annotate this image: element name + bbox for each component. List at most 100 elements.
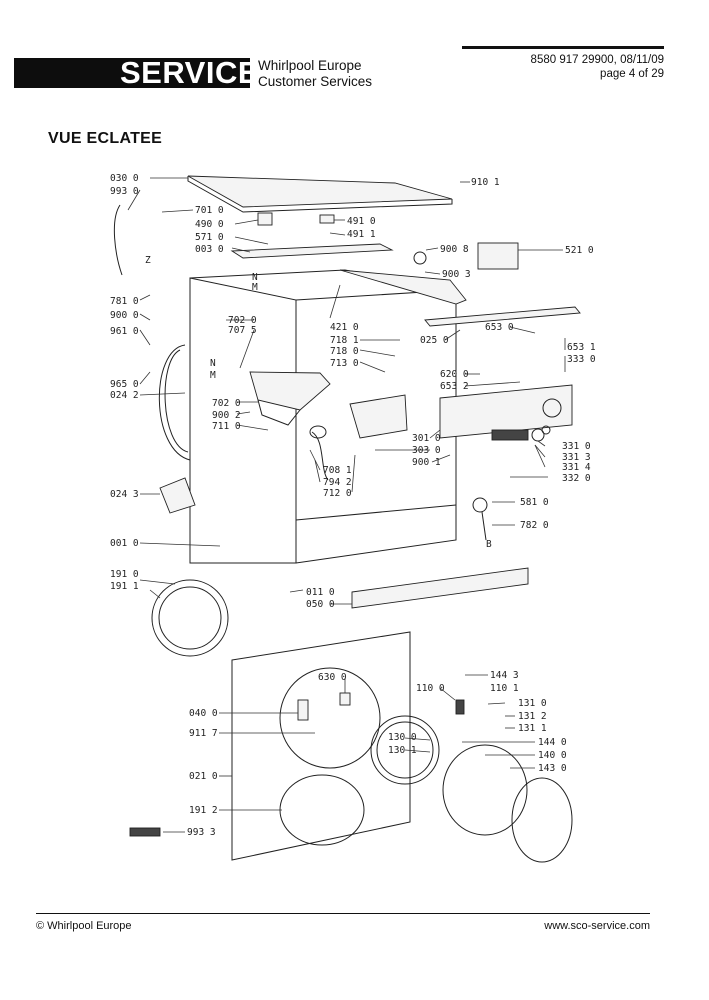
label-712-0: 712 0 (323, 488, 352, 499)
section-title: VUE ECLATEE (48, 130, 163, 147)
label-702-0-b: 702 0 (212, 398, 241, 409)
label-701-0: 701 0 (195, 205, 224, 216)
label-331-4: 331 4 (562, 462, 591, 473)
label-707-5: 707 5 (228, 325, 257, 336)
label-003-0: 003 0 (195, 244, 224, 255)
label-Z: Z (145, 255, 151, 266)
label-571-0: 571 0 (195, 232, 224, 243)
service-banner (14, 58, 250, 88)
label-718-1: 718 1 (330, 335, 359, 346)
plinth (351, 567, 529, 609)
label-782-0: 782 0 (520, 520, 549, 531)
label-021-0: 021 0 (189, 771, 218, 782)
footer-copyright: © Whirlpool Europe (36, 920, 132, 932)
label-M-mid: M (210, 370, 216, 381)
label-702-0: 702 0 (228, 315, 257, 326)
label-630-0: 630 0 (318, 672, 347, 683)
top-cover (187, 175, 453, 208)
cabinet-bottom-rail (295, 504, 457, 521)
door-frame (370, 715, 440, 785)
label-331-0: 331 0 (562, 441, 591, 452)
label-900-8: 900 8 (440, 244, 469, 255)
label-794-2: 794 2 (323, 477, 352, 488)
valve-491 (319, 214, 335, 224)
button-block (491, 429, 529, 441)
label-491-0: 491 0 (347, 216, 376, 227)
service-label: SERVICE (120, 55, 260, 90)
knob-cap (541, 425, 551, 435)
label-331-3: 331 3 (562, 452, 591, 463)
label-332-0: 332 0 (562, 473, 591, 484)
label-490-0: 490 0 (195, 219, 224, 230)
door-hinge (455, 699, 465, 715)
page-info: page 4 of 29 (600, 68, 664, 80)
label-001-0: 001 0 (110, 538, 139, 549)
label-718-0: 718 0 (330, 346, 359, 357)
detergent-channel (230, 243, 394, 259)
control-panel-support (424, 306, 581, 327)
label-711-0: 711 0 (212, 421, 241, 432)
label-M-top: M (252, 282, 258, 293)
label-024-2: 024 2 (110, 390, 139, 401)
door-outer (442, 744, 528, 836)
top-rail (339, 269, 467, 305)
label-040-0: 040 0 (189, 708, 218, 719)
pump-shaft (481, 511, 487, 541)
screw-993-3 (129, 827, 161, 837)
dispenser-housing (249, 371, 331, 411)
label-521-0: 521 0 (565, 245, 594, 256)
label-191-2: 191 2 (189, 805, 218, 816)
power-cable (113, 204, 123, 276)
label-030-0: 030 0 (110, 173, 139, 184)
part-labels: 030 0 993 0 701 0 490 0 571 0 003 0 491 … (110, 173, 596, 838)
label-653-1: 653 1 (567, 342, 596, 353)
label-025-0: 025 0 (420, 335, 449, 346)
dispenser-housing-base (257, 399, 301, 426)
footer-rule (36, 913, 650, 914)
label-130-1: 130 1 (388, 745, 417, 756)
hose-clip (309, 425, 327, 439)
footer-website: www.sco-service.com (544, 920, 650, 932)
door-glass (511, 777, 573, 863)
label-303-0: 303 0 (412, 445, 441, 456)
door-seal-inner (158, 586, 222, 650)
label-110-1: 110 1 (490, 683, 519, 694)
pump (472, 497, 488, 513)
company-division: Customer Services (258, 74, 373, 89)
program-knob (542, 398, 562, 418)
label-333-0: 333 0 (567, 354, 596, 365)
label-N-top: N (252, 272, 258, 283)
label-140-0: 140 0 (538, 750, 567, 761)
valve-490 (257, 212, 273, 226)
label-191-0: 191 0 (110, 569, 139, 580)
inlet-hose-loop-inner (164, 349, 189, 453)
label-620-0: 620 0 (440, 369, 469, 380)
label-131-1: 131 1 (518, 723, 547, 734)
label-713-0: 713 0 (330, 358, 359, 369)
door-frame-inner (376, 721, 434, 779)
label-900-3: 900 3 (442, 269, 471, 280)
door-latch-040 (297, 699, 309, 721)
label-421-0: 421 0 (330, 322, 359, 333)
label-653-2: 653 2 (440, 381, 469, 392)
label-993-0: 993 0 (110, 186, 139, 197)
detergent-drawer (349, 394, 408, 439)
doc-info: 8580 917 29900, 08/11/09 page 4 of 29 (462, 53, 664, 81)
label-708-1: 708 1 (323, 465, 352, 476)
front-panel-lower (279, 774, 365, 846)
label-024-3: 024 3 (110, 489, 139, 500)
electronic-board (477, 242, 519, 270)
label-781-0: 781 0 (110, 296, 139, 307)
label-993-3: 993 3 (187, 827, 216, 838)
label-N-mid: N (210, 358, 216, 369)
company-block: Whirlpool Europe Customer Services (258, 58, 372, 90)
label-581-0: 581 0 (520, 497, 549, 508)
top-cover-edge (187, 176, 453, 213)
label-653-0: 653 0 (485, 322, 514, 333)
door-lock (339, 692, 351, 706)
label-B: B (486, 539, 492, 550)
drain-hose (311, 431, 329, 481)
label-011-0: 011 0 (306, 587, 335, 598)
door-seal-outer (151, 579, 229, 657)
